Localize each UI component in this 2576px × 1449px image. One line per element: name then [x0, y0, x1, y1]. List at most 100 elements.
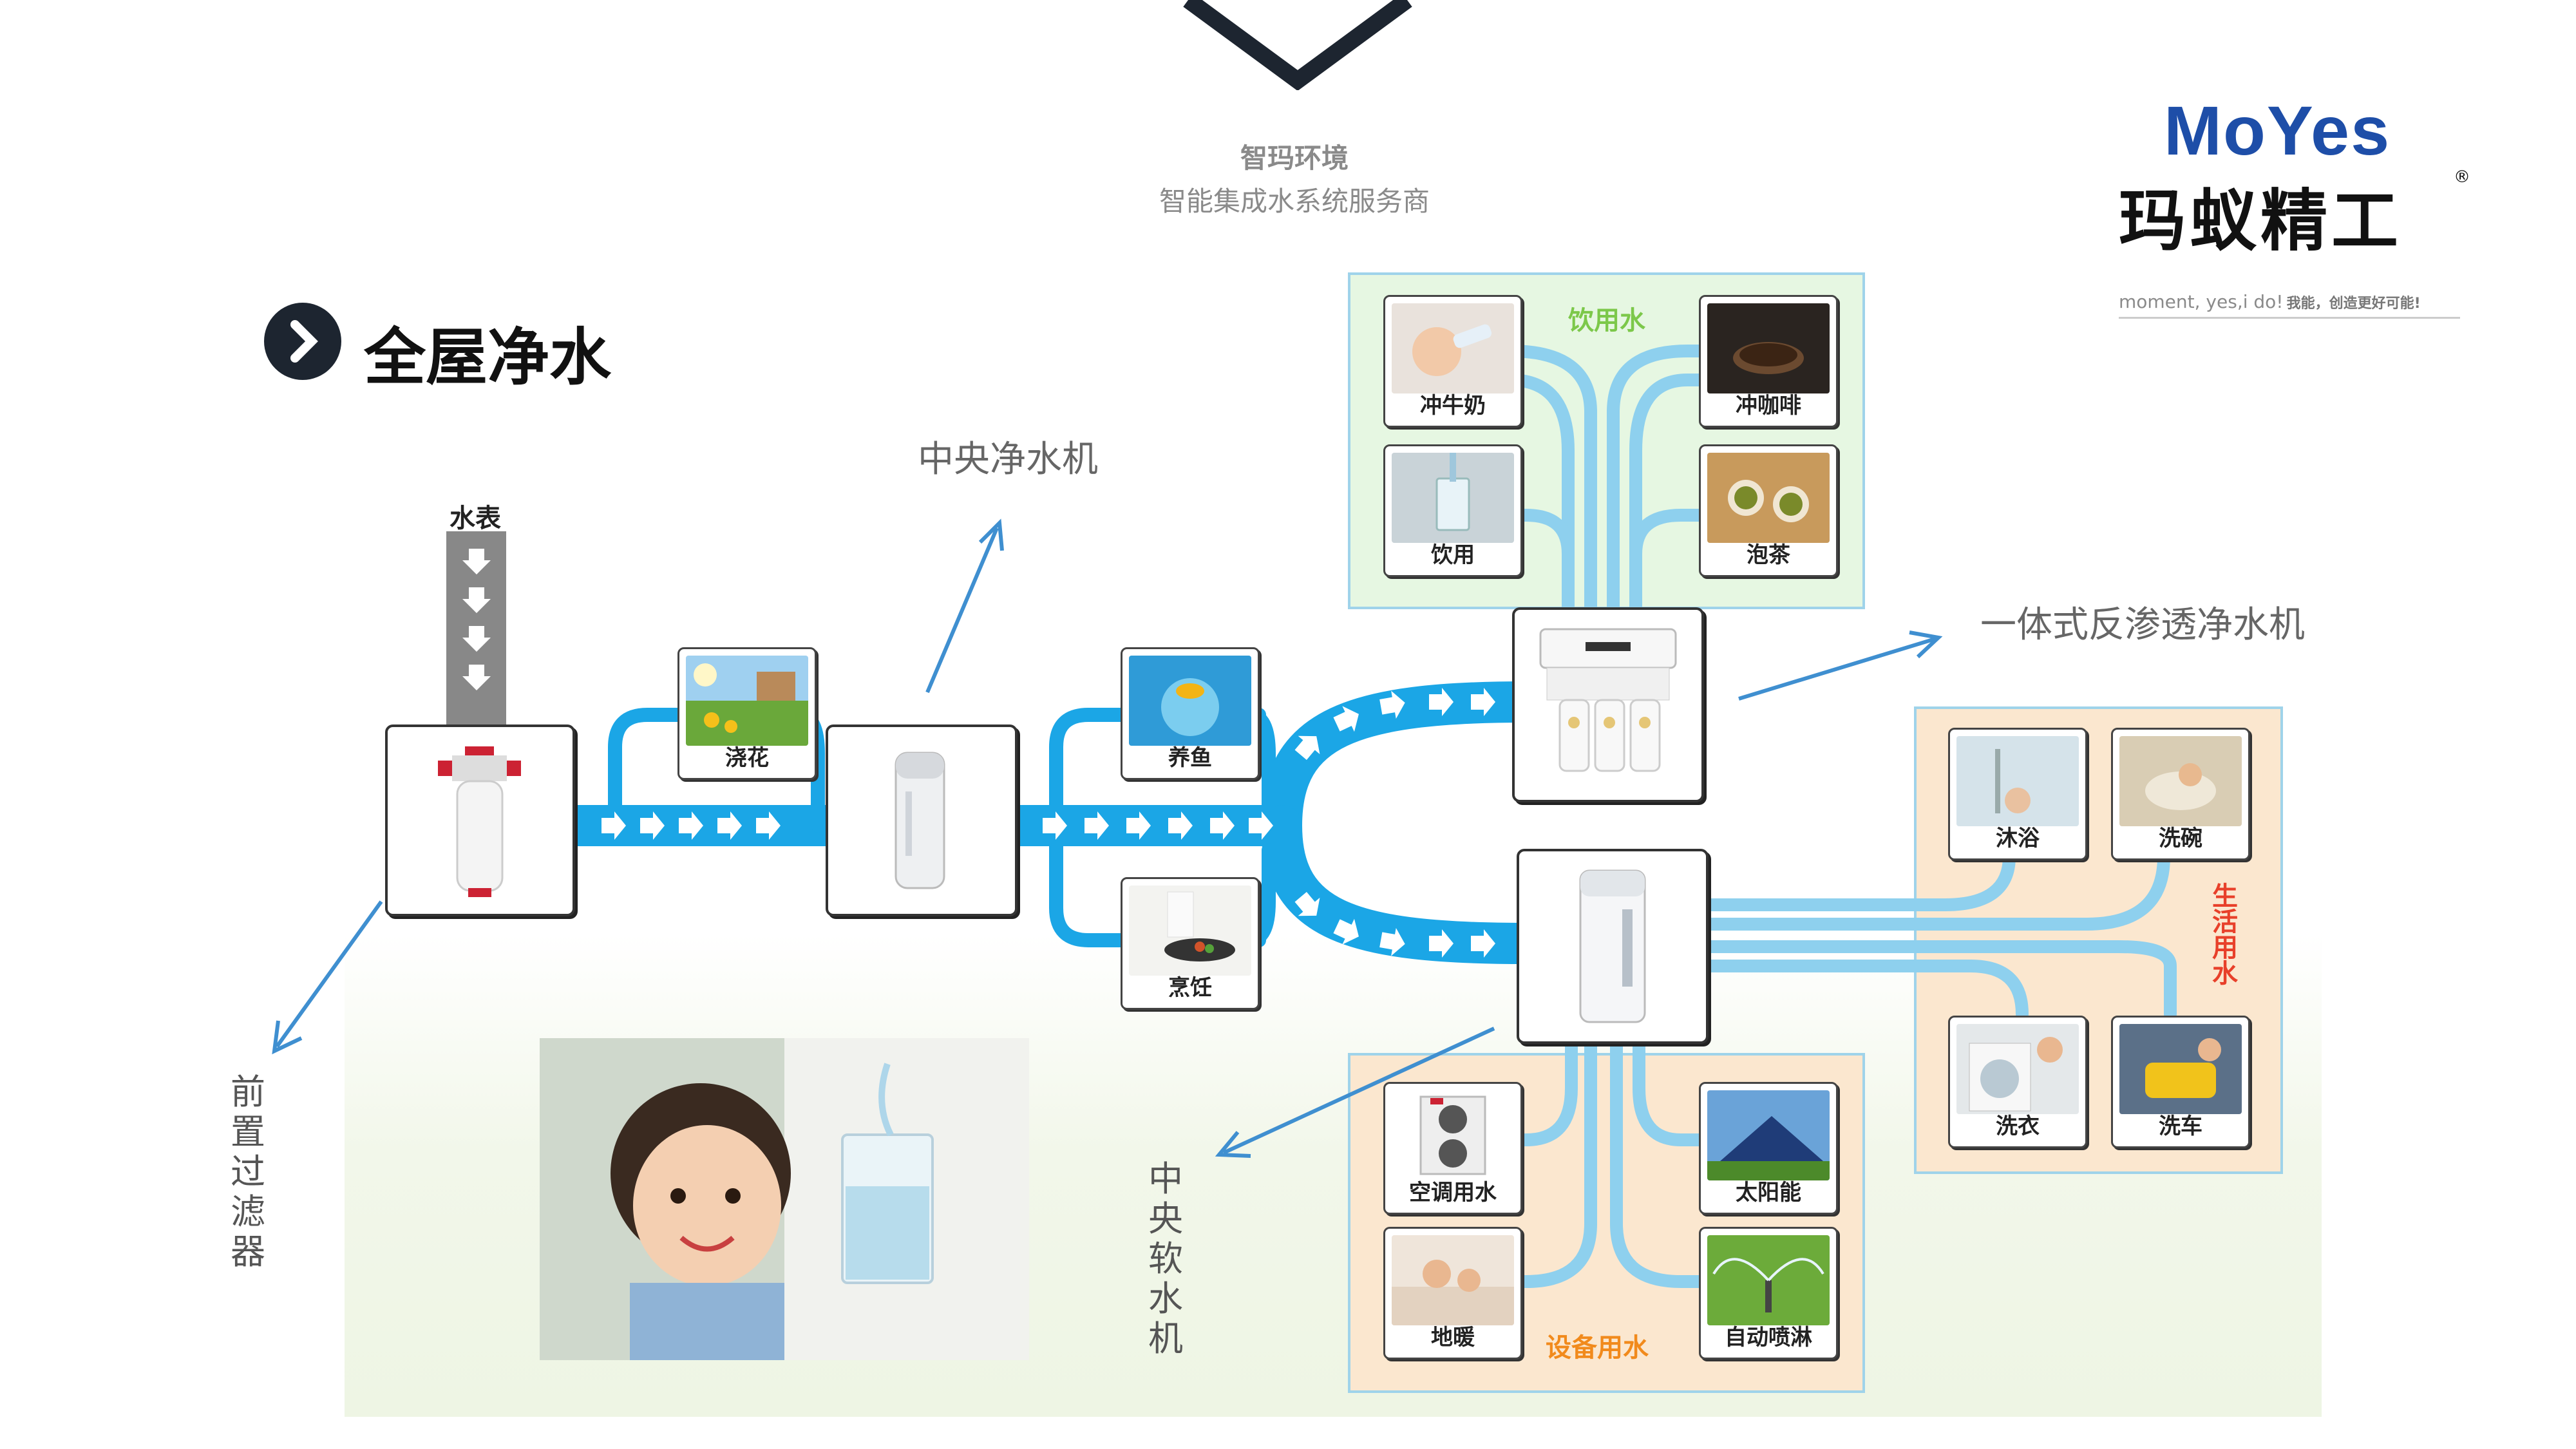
- caption-bath: 沐浴: [1996, 826, 2040, 851]
- caption-fish: 养鱼: [1168, 745, 1212, 771]
- bath-thumb: [1956, 736, 2079, 826]
- flow-arrow-icon: [1249, 811, 1273, 840]
- caption-dishes: 洗碗: [2159, 826, 2202, 851]
- drink-item-milk: 冲牛奶: [1383, 295, 1522, 428]
- caption-watering: 浇花: [725, 745, 769, 771]
- arrow-central-softener: [1222, 1027, 1495, 1155]
- flow-arrow-icon: [717, 811, 742, 840]
- meter-label: 水表: [450, 503, 501, 533]
- flow-arrow-icon: [1471, 688, 1495, 716]
- card-watering: 浇花: [677, 647, 817, 780]
- loop-fish: [1049, 708, 1134, 833]
- flow-arrow-icon: [1333, 918, 1359, 945]
- top-chevron-icon: [1183, 0, 1412, 90]
- watering-thumb: [686, 656, 808, 746]
- floorheat-thumb: [1392, 1235, 1514, 1325]
- caption-tea: 泡茶: [1747, 542, 1790, 568]
- caption-floorheat: 地暖: [1431, 1325, 1475, 1350]
- arrow-pre-filter: [275, 900, 383, 1048]
- flow-arrow-icon: [1294, 735, 1320, 760]
- coffee-thumb: [1707, 303, 1830, 393]
- flow-arrow-icon: [1379, 928, 1405, 956]
- caption-coffee: 冲咖啡: [1736, 393, 1801, 419]
- central-softener-device: [1517, 849, 1709, 1044]
- flow-arrow-icon: [1471, 929, 1495, 958]
- caption-drinking: 饮用: [1431, 542, 1475, 568]
- flow-arrow-icon: [1429, 688, 1454, 716]
- flow-arrow-icon: [756, 811, 781, 840]
- living-item-bath: 沐浴: [1948, 728, 2087, 860]
- caption-laundry: 洗衣: [1996, 1113, 2040, 1139]
- flow-arrow-icon: [1043, 811, 1067, 840]
- drink-item-tea: 泡茶: [1699, 444, 1838, 577]
- caption-sprinkler: 自动喷淋: [1725, 1325, 1812, 1350]
- caption-carwash: 洗车: [2159, 1113, 2202, 1139]
- flow-arrow-icon: [1084, 811, 1109, 840]
- flow-arrow-icon: [601, 811, 626, 840]
- arrow-down-icon: [462, 626, 491, 652]
- sprinkler-thumb: [1707, 1235, 1830, 1325]
- branch-upper: [1261, 681, 1547, 846]
- caption-cooking: 烹饪: [1168, 975, 1212, 1001]
- flow-arrow-icon: [1294, 892, 1320, 916]
- pre-filter-device: [385, 724, 575, 916]
- brand-slogan: moment, yes,i do! 我能，创造更好可能!: [2119, 291, 2421, 312]
- drinking-title: 饮用水: [1568, 305, 1645, 336]
- registered-mark: ®: [2454, 167, 2470, 187]
- card-cooking: 烹饪: [1121, 877, 1260, 1010]
- caption-milk: 冲牛奶: [1420, 393, 1486, 419]
- ro-purifier-device: [1512, 607, 1704, 802]
- drinking-thumb: [1392, 453, 1514, 543]
- drink-item-drinking: 饮用: [1383, 444, 1522, 577]
- living-item-laundry: 洗衣: [1948, 1016, 2087, 1148]
- carwash-thumb: [2119, 1024, 2242, 1114]
- brand-logo: MoYes 玛蚁精工 ® moment, yes,i do! 我能，创造更好可能…: [2119, 90, 2479, 335]
- drink-item-coffee: 冲咖啡: [1699, 295, 1838, 428]
- equip-item-sprinkler: 自动喷淋: [1699, 1227, 1838, 1359]
- label-pre-filter: 前置过滤器: [231, 1072, 265, 1272]
- caption-solar: 太阳能: [1736, 1180, 1801, 1206]
- logo-cn: 玛蚁精工: [2119, 182, 2403, 260]
- section-title: 全屋净水: [364, 321, 611, 393]
- solar-thumb: [1707, 1090, 1830, 1180]
- equip-item-ac: 空调用水: [1383, 1082, 1522, 1215]
- central-purifier-device: [826, 724, 1018, 916]
- slogan-text: moment, yes,i do!: [2119, 291, 2284, 312]
- branch-lower: [1261, 805, 1547, 964]
- fish-thumb: [1129, 656, 1251, 746]
- label-ro-purifier: 一体式反渗透净水机: [1980, 604, 2305, 646]
- flow-arrow-icon: [1210, 811, 1235, 840]
- living-item-dishes: 洗碗: [2111, 728, 2250, 860]
- flow-arrow-icon: [1333, 706, 1359, 732]
- flow-arrow-icon: [640, 811, 665, 840]
- label-central-purifier: 中央净水机: [918, 439, 1098, 480]
- equip-item-floorheat: 地暖: [1383, 1227, 1522, 1359]
- flow-arrow-icon: [1379, 690, 1405, 719]
- flow-arrow-icon: [1429, 929, 1454, 958]
- living-item-carwash: 洗车: [2111, 1016, 2250, 1148]
- cooking-thumb: [1129, 886, 1251, 976]
- flow-arrow-icon: [1126, 811, 1151, 840]
- loop-watering: [608, 708, 690, 833]
- tea-thumb: [1707, 453, 1830, 543]
- child-water-photo: [540, 1038, 1029, 1360]
- header: 智玛环境 智能集成水系统服务商: [1095, 137, 1494, 219]
- label-central-softener: 中央软水机: [1148, 1159, 1183, 1359]
- flow-arrow-icon: [1168, 811, 1193, 840]
- logo-latin: MoYes: [2164, 91, 2391, 169]
- card-fish: 养鱼: [1121, 647, 1260, 780]
- loop-cook: [1049, 819, 1134, 947]
- arrow-down-icon: [462, 587, 491, 613]
- company-name: 智玛环境: [1240, 142, 1349, 174]
- equip-item-solar: 太阳能: [1699, 1082, 1838, 1215]
- caption-ac: 空调用水: [1409, 1180, 1497, 1206]
- company-tagline: 智能集成水系统服务商: [1159, 185, 1430, 217]
- slogan-cn-text: 我能，创造更好可能!: [2286, 296, 2421, 312]
- slogan-rule: [2119, 317, 2460, 319]
- milk-thumb: [1392, 303, 1514, 393]
- arrow-central-purifier: [925, 527, 999, 694]
- flow-arrow-icon: [679, 811, 703, 840]
- chevron-right-icon: [264, 303, 341, 380]
- arrow-ro-purifier: [1738, 637, 1936, 701]
